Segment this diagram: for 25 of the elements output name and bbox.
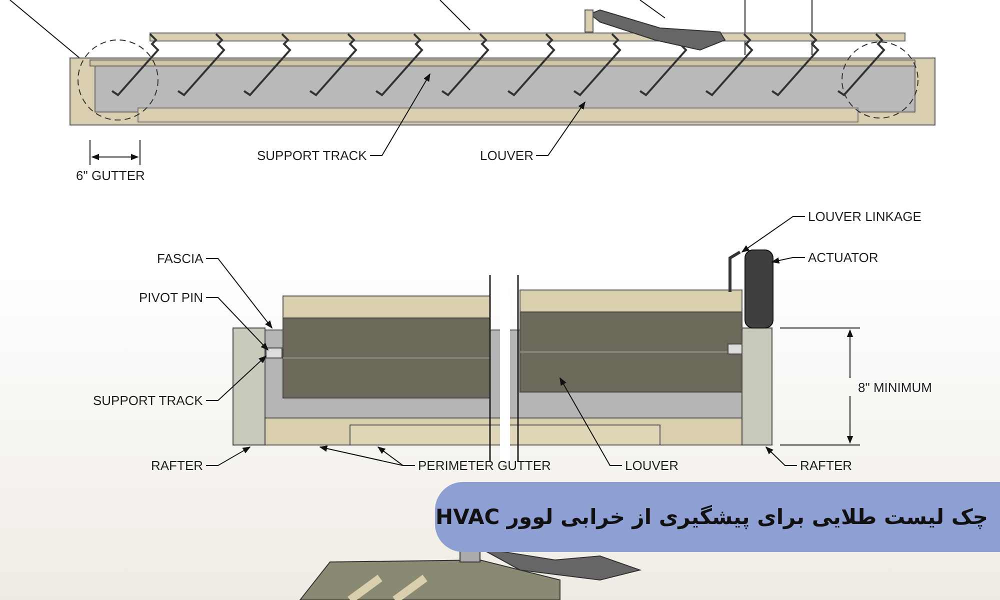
leader-line: [741, 216, 806, 252]
leader-line: [206, 355, 267, 401]
part-label: LOUVER: [625, 458, 678, 473]
part-label: SUPPORT TRACK: [93, 393, 203, 408]
part-label: PIVOT PIN: [139, 290, 204, 305]
title-banner: چک لیست طلایی برای پیشگیری از خرابی لوور HVAC: [435, 482, 1000, 552]
leader-line: [560, 377, 622, 466]
dimension-label: 8" MINIMUM: [858, 380, 932, 395]
part-label: FASCIA: [157, 251, 204, 266]
leader-line: [771, 257, 806, 264]
part-label: LOUVER LINKAGE: [808, 209, 922, 224]
part-label: ACTUATOR: [808, 250, 878, 265]
leader-line: [206, 446, 251, 466]
part-label: RAFTER: [151, 458, 203, 473]
part-label: RAFTER: [800, 458, 852, 473]
part-label: LOUVER: [480, 148, 534, 163]
part-label: SUPPORT TRACK: [257, 148, 367, 163]
leader-line: [377, 446, 416, 466]
dimension-label: 6" GUTTER: [76, 168, 145, 183]
leader-line: [206, 258, 272, 329]
leader-line: [206, 297, 269, 351]
part-label: PERIMETER GUTTER: [418, 458, 551, 473]
leader-line: [536, 101, 586, 156]
leader-line: [765, 446, 798, 466]
leader-line: [370, 73, 430, 156]
